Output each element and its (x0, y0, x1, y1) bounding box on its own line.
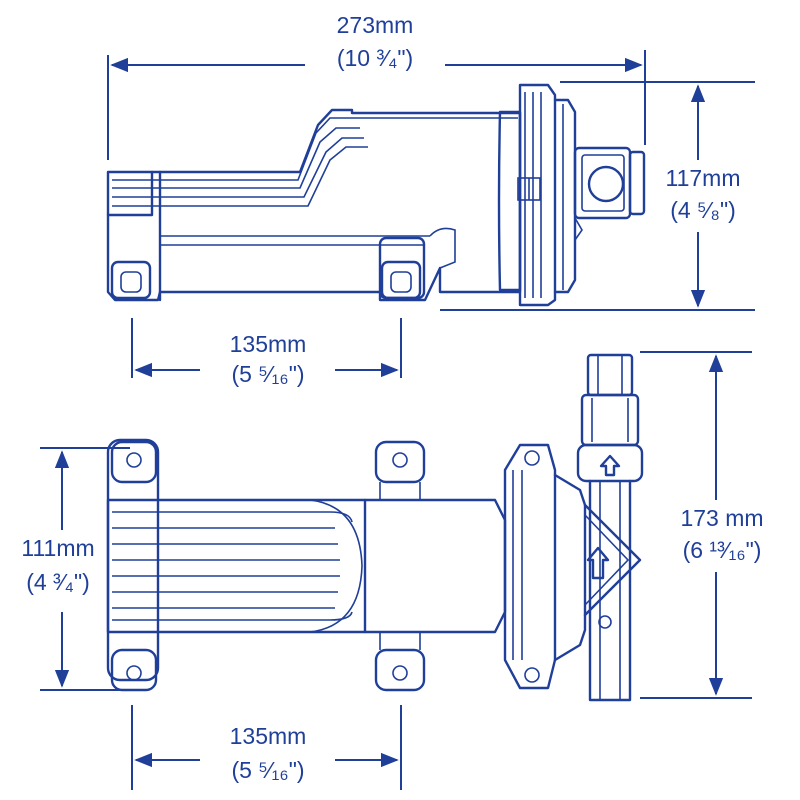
top-view (106, 353, 644, 702)
top-mount-imperial: (5 ⁵⁄₁₆") (231, 757, 304, 783)
side-view (106, 83, 646, 307)
dimension-height: 117mm (4 ⁵⁄₈") (440, 81, 755, 311)
overall-length-metric: 273mm (337, 12, 414, 38)
flow-arrow-icon (586, 546, 610, 580)
height-imperial: (4 ⁵⁄₈") (670, 197, 736, 223)
port-span-metric: 173 mm (680, 505, 763, 531)
width-metric: 111mm (21, 535, 94, 561)
overall-length-imperial: (10 ³⁄₄") (337, 45, 413, 71)
dimension-width: 111mm (4 ³⁄₄") (21, 447, 130, 691)
dimension-side-mount-spacing: 135mm (5 ⁵⁄₁₆") (131, 318, 402, 387)
top-mount-metric: 135mm (230, 723, 307, 749)
dimension-overall-length: 273mm (10 ³⁄₄") (107, 12, 646, 160)
height-metric: 117mm (666, 165, 741, 191)
port-span-imperial: (6 ¹³⁄₁₆") (683, 537, 762, 563)
dimension-port-span: 173 mm (6 ¹³⁄₁₆") (640, 351, 764, 699)
width-imperial: (4 ³⁄₄") (26, 569, 90, 595)
flow-arrow-icon (599, 454, 621, 477)
side-mount-metric: 135mm (230, 331, 307, 357)
dimension-top-mount-spacing: 135mm (5 ⁵⁄₁₆") (131, 705, 402, 790)
side-mount-imperial: (5 ⁵⁄₁₆") (231, 361, 304, 387)
